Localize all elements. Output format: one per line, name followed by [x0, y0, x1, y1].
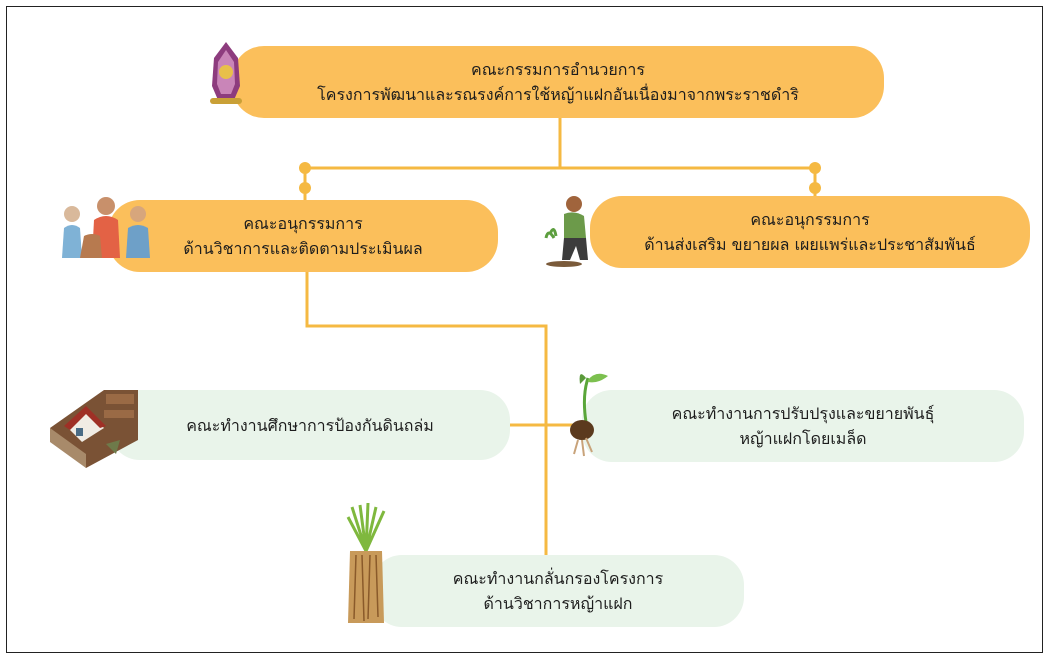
sub-committee-promotion-title: คณะอนุกรรมการ	[750, 210, 870, 229]
main-committee-title: คณะกรรมการอำนวยการ	[471, 60, 645, 79]
working-group-landslide-box: คณะทำงานศึกษาการป้องกันดินถล่ม	[110, 390, 510, 460]
farmer-planting-icon	[544, 196, 588, 267]
main-committee-subtitle: โครงการพัฒนาและรณรงค์การใช้หญ้าแฝกอันเนื…	[317, 85, 799, 104]
vetiver-grass-root-icon	[346, 503, 386, 623]
working-group-seed-title: คณะทำงานการปรับปรุงและขยายพันธุ์	[671, 404, 935, 423]
people-group-icon	[62, 197, 150, 258]
sub-committee-academic-title: คณะอนุกรรมการ	[243, 214, 363, 233]
working-group-seed-subtitle: หญ้าแฝกโดยเมล็ด	[739, 429, 867, 448]
sub-committee-promotion-subtitle: ด้านส่งเสริม ขยายผล เผยแพร่และประชาสัมพั…	[644, 235, 976, 254]
main-committee-box: คณะกรรมการอำนวยการ โครงการพัฒนาและรณรงค์…	[232, 46, 884, 118]
working-group-screening-title: คณะทำงานกลั่นกรองโครงการ	[452, 569, 664, 588]
working-group-landslide-label: คณะทำงานศึกษาการป้องกันดินถล่ม	[186, 415, 434, 435]
landslide-house-icon	[50, 390, 138, 468]
working-group-screening-box: คณะทำงานกลั่นกรองโครงการ ด้านวิชาการหญ้า…	[372, 555, 744, 627]
working-group-screening-subtitle: ด้านวิชาการหญ้าแฝก	[483, 594, 633, 613]
working-group-seed-box: คณะทำงานการปรับปรุงและขยายพันธุ์ หญ้าแฝก…	[582, 390, 1024, 462]
diagram-frame	[6, 6, 1043, 653]
seedling-icon	[570, 373, 608, 457]
sub-committee-academic-subtitle: ด้านวิชาการและติดตามประเมินผล	[183, 239, 423, 258]
royal-emblem-icon	[210, 42, 242, 104]
sub-committee-academic-box: คณะอนุกรรมการ ด้านวิชาการและติดตามประเมิ…	[108, 200, 498, 272]
sub-committee-promotion-box: คณะอนุกรรมการ ด้านส่งเสริม ขยายผล เผยแพร…	[590, 196, 1030, 268]
